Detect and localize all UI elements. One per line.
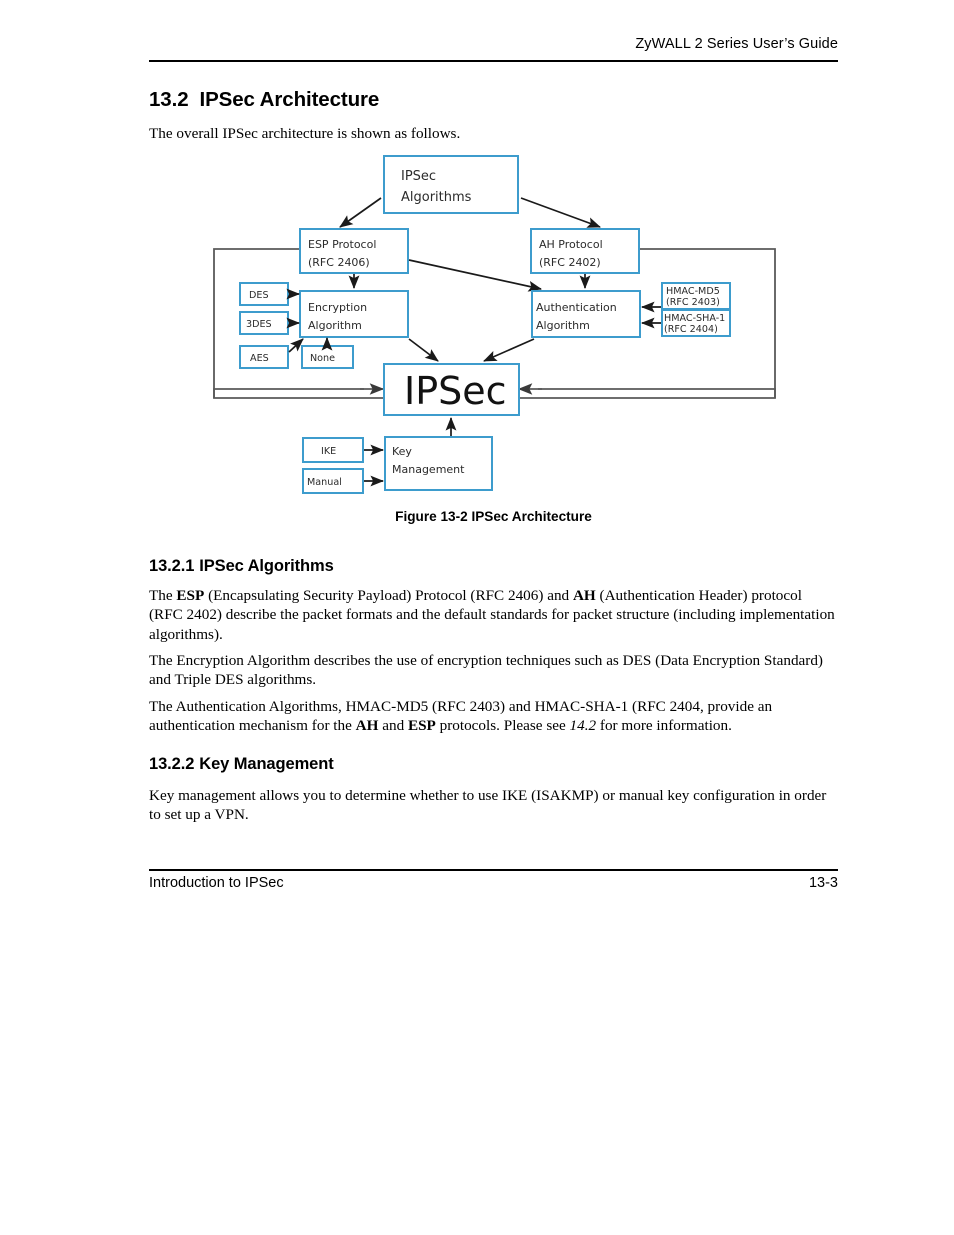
arrow-algorithms-to-esp	[339, 197, 382, 228]
arrow-authentication-to-ipsec	[483, 338, 535, 362]
node-key-management: Key Management	[384, 436, 493, 491]
paragraph-encryption: The Encryption Algorithm describes the u…	[149, 652, 823, 689]
arrow-aes-to-encryption	[288, 338, 304, 353]
node-authentication-algorithm-line2: Algorithm	[536, 319, 590, 332]
node-ah-protocol: AH Protocol (RFC 2402)	[530, 228, 640, 274]
node-ike: IKE	[302, 437, 364, 463]
node-manual: Manual	[302, 468, 364, 494]
node-authentication-algorithm-line1: Authentication	[536, 301, 617, 314]
paragraph-key-management: Key management allows you to determine w…	[149, 787, 827, 824]
node-des-label: DES	[249, 290, 269, 301]
figure-caption: Figure 13-2 IPSec Architecture	[395, 509, 592, 524]
node-encryption-algorithm-line1: Encryption	[308, 301, 367, 314]
heading-13-2-1-number: 13.2.1	[149, 557, 195, 575]
node-ah-protocol-line2: (RFC 2402)	[539, 256, 601, 269]
node-hmac-sha1-line1: HMAC-SHA-1	[664, 313, 725, 324]
node-des: DES	[239, 282, 289, 306]
node-aes: AES	[239, 345, 289, 369]
node-none: None	[301, 345, 354, 369]
node-hmac-md5-line1: HMAC-MD5	[666, 286, 720, 297]
footer-divider	[149, 869, 838, 871]
node-ipsec-label: IPSec	[404, 369, 507, 413]
footer-chapter-label: Introduction to IPSec	[149, 875, 284, 891]
node-3des-label: 3DES	[246, 319, 272, 330]
node-encryption-algorithm-line2: Algorithm	[308, 319, 362, 332]
node-manual-label: Manual	[307, 477, 342, 488]
node-esp-protocol-line2: (RFC 2406)	[308, 256, 370, 269]
node-ike-label: IKE	[321, 446, 336, 457]
diagram-bus-legs	[213, 388, 776, 398]
node-key-management-line1: Key	[392, 445, 412, 458]
node-esp-protocol: ESP Protocol (RFC 2406)	[299, 228, 409, 274]
heading-13-2-number: 13.2	[149, 88, 189, 111]
arrow-algorithms-to-ah	[520, 197, 601, 228]
node-ah-protocol-line1: AH Protocol	[539, 238, 603, 251]
heading-13-2-1-title: IPSec Algorithms	[199, 557, 334, 575]
paragraph-authentication: The Authentication Algorithms, HMAC-MD5 …	[149, 698, 773, 735]
node-hmac-sha1-line2: (RFC 2404)	[664, 324, 718, 335]
node-hmac-md5-line2: (RFC 2403)	[666, 297, 720, 308]
node-ipsec-algorithms-line1: IPSec	[401, 169, 436, 184]
diagram-bus-rectangle	[213, 248, 776, 399]
heading-13-2-2-number: 13.2.2	[149, 755, 195, 773]
node-ipsec-algorithms-line2: Algorithms	[401, 190, 472, 205]
node-none-label: None	[310, 353, 335, 364]
node-ipsec-algorithms: IPSec Algorithms	[383, 155, 519, 214]
node-encryption-algorithm: Encryption Algorithm	[299, 290, 409, 338]
node-key-management-line2: Management	[392, 463, 465, 476]
paragraph-esp-ah: The ESP (Encapsulating Security Payload)…	[149, 587, 835, 643]
node-authentication-algorithm: Authentication Algorithm	[531, 290, 641, 338]
heading-13-2-2-title: Key Management	[199, 755, 334, 773]
arrow-esp-to-authentication	[408, 259, 542, 292]
node-3des: 3DES	[239, 311, 289, 335]
heading-13-2-title: IPSec Architecture	[199, 88, 380, 111]
header-divider	[149, 60, 838, 62]
footer-page-number: 13-3	[808, 875, 838, 891]
arrow-encryption-to-ipsec	[408, 338, 439, 362]
node-hmac-md5: HMAC-MD5 (RFC 2403)	[661, 282, 731, 310]
node-esp-protocol-line1: ESP Protocol	[308, 238, 376, 251]
node-hmac-sha1: HMAC-SHA-1 (RFC 2404)	[661, 309, 731, 337]
page-header-title: ZyWALL 2 Series User’s Guide	[635, 36, 838, 52]
heading-13-2: 13.2 IPSec Architecture	[149, 88, 379, 112]
node-ipsec: IPSec	[383, 363, 520, 416]
paragraph-intro: The overall IPSec architecture is shown …	[149, 125, 461, 142]
node-aes-label: AES	[250, 353, 269, 364]
